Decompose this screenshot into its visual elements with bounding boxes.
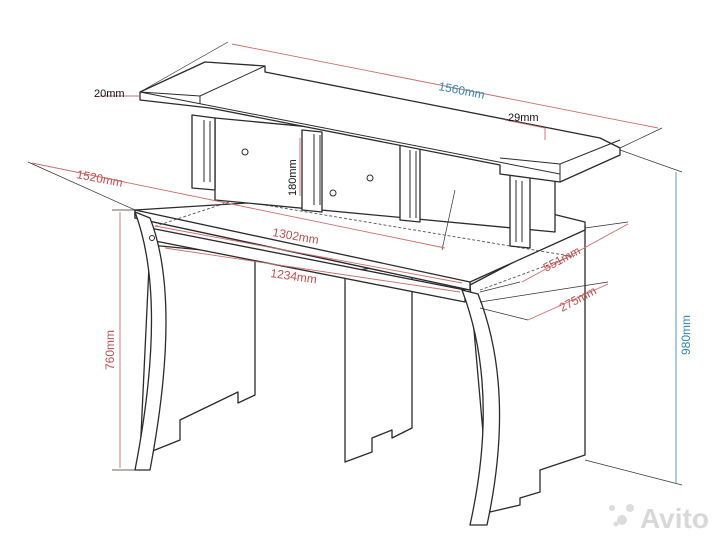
dimension-lines [27, 41, 683, 486]
label-760: 760mm [103, 330, 117, 370]
dim-line-1234 [164, 247, 461, 293]
label-1234: 1234mm [270, 266, 318, 286]
cam-lock-3 [366, 174, 374, 182]
top-shelf-right-raise [499, 139, 621, 182]
label-980: 980mm [679, 315, 693, 355]
dim-line-275 [527, 283, 609, 321]
ext-1560 [139, 41, 663, 149]
dimension-labels: 1560mm 1520mm 20mm 29mm 180mm 1302mm 123… [75, 79, 693, 370]
ext-980 [584, 149, 683, 486]
avito-dots-icon [609, 504, 634, 527]
bracket-3 [409, 150, 417, 218]
right-curved-leg [461, 289, 501, 526]
bracket-4 [515, 180, 523, 242]
label-20: 20mm [94, 88, 125, 100]
ext-551 [479, 221, 629, 293]
bracket-2 [313, 134, 321, 205]
watermark: Avito [609, 503, 709, 534]
dim-line-29 [504, 119, 546, 140]
dim-line-1302 [154, 225, 463, 284]
dim-line-1520 [31, 162, 446, 249]
cam-lock-2 [329, 189, 337, 197]
label-180: 180mm [287, 159, 299, 196]
top-shelf-left-raise [139, 65, 266, 104]
label-1560: 1560mm [437, 79, 486, 102]
hutch-divider-2 [301, 129, 323, 213]
ext-275 [479, 281, 609, 321]
ext-760 [112, 209, 135, 471]
watermark-text: Avito [640, 503, 709, 534]
middle-support-panel [344, 261, 413, 463]
left-back-panel [139, 244, 256, 457]
desk-drawing [134, 61, 621, 526]
tray-bolt [149, 235, 155, 241]
dim-line-551 [521, 223, 629, 283]
bracket-1 [203, 120, 211, 182]
label-29: 29mm [508, 112, 539, 124]
cam-lock-1 [241, 148, 249, 156]
left-curved-leg [134, 211, 167, 471]
dim-line-1560 [231, 43, 659, 129]
ext-1520 [27, 161, 456, 251]
desk-front-edge [134, 209, 471, 291]
hutch-divider-4 [509, 174, 531, 249]
